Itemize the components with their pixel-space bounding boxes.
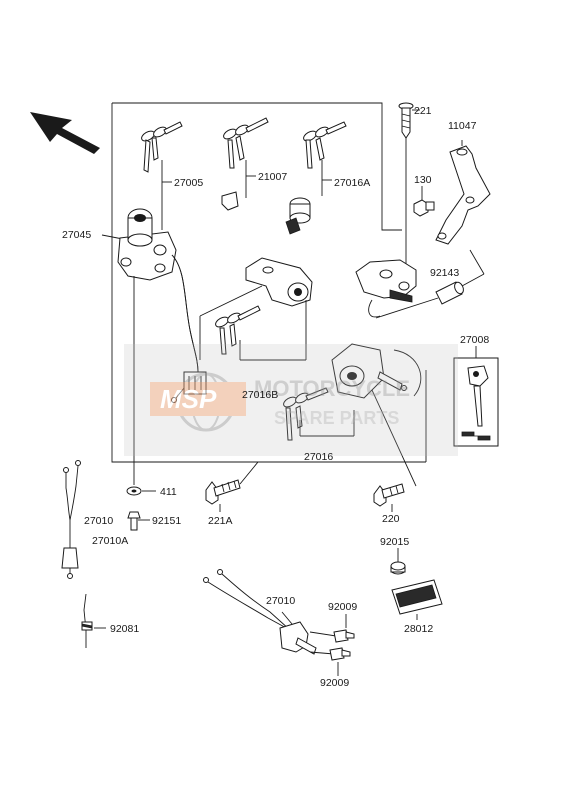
nut-92015: [390, 561, 406, 575]
key-27016A: [285, 121, 347, 235]
spring-92143: [435, 249, 485, 305]
watermark: MSP MOTORCYCLE SPARE PARTS: [124, 344, 458, 456]
part-label-220: 220: [382, 513, 400, 525]
screw-221A: [205, 461, 259, 512]
washer-411: [126, 486, 142, 496]
screw-92151: [127, 511, 141, 531]
key-27016B: [215, 305, 261, 355]
part-label-27005: 27005: [174, 177, 203, 189]
part-label-221: 221: [414, 105, 432, 117]
label-28012: [391, 579, 443, 620]
part-label-27016A: 27016A: [334, 177, 370, 189]
screw-92009-b: [329, 647, 351, 661]
part-label-92009-bottom: 92009: [320, 677, 349, 689]
part-label-21007: 21007: [258, 171, 287, 183]
key-27016: [283, 387, 355, 441]
harness-27010-bottom: [203, 569, 337, 655]
lock-cylinder-27016: [331, 343, 422, 487]
part-label-27045: 27045: [62, 229, 91, 241]
part-label-130: 130: [414, 174, 432, 186]
part-label-92009-top: 92009: [328, 601, 357, 613]
part-label-27016B: 27016B: [242, 389, 278, 401]
front-direction-arrow-icon: [30, 112, 100, 154]
part-label-411: 411: [160, 486, 177, 498]
key-21007: [221, 117, 269, 211]
part-label-221A: 221A: [208, 515, 233, 527]
key-27005: [141, 121, 183, 230]
watermark-logo: MSP: [160, 384, 217, 414]
part-labels: 221 11047 130 27005 21007 27016A 27045 9…: [62, 105, 489, 689]
latch-assembly: [355, 259, 439, 319]
screw-220: [373, 483, 405, 512]
part-label-92143: 92143: [430, 267, 459, 279]
seat-lock: [199, 257, 313, 361]
part-label-27010A: 27010A: [92, 535, 128, 547]
clamp-92081: [81, 593, 93, 648]
bracket-11047: [435, 140, 491, 245]
part-label-92015: 92015: [380, 536, 409, 548]
harness-27010-left: [61, 460, 81, 579]
key-blank-27008: [453, 346, 499, 447]
part-label-92151: 92151: [152, 515, 181, 527]
part-label-92081: 92081: [110, 623, 139, 635]
part-label-28012: 28012: [404, 623, 433, 635]
screw-221: [398, 102, 414, 264]
screw-92009-a: [333, 629, 355, 643]
part-label-27010-bottom: 27010: [266, 595, 295, 607]
part-label-11047: 11047: [448, 120, 477, 132]
part-label-27008: 27008: [460, 334, 489, 346]
part-label-27010-left: 27010: [84, 515, 113, 527]
assembly-frame: [111, 102, 427, 463]
part-label-27016: 27016: [304, 451, 333, 463]
watermark-line2: SPARE PARTS: [274, 408, 399, 428]
bolt-130: [413, 199, 435, 217]
watermark-line1: MOTORCYCLE: [254, 376, 410, 401]
